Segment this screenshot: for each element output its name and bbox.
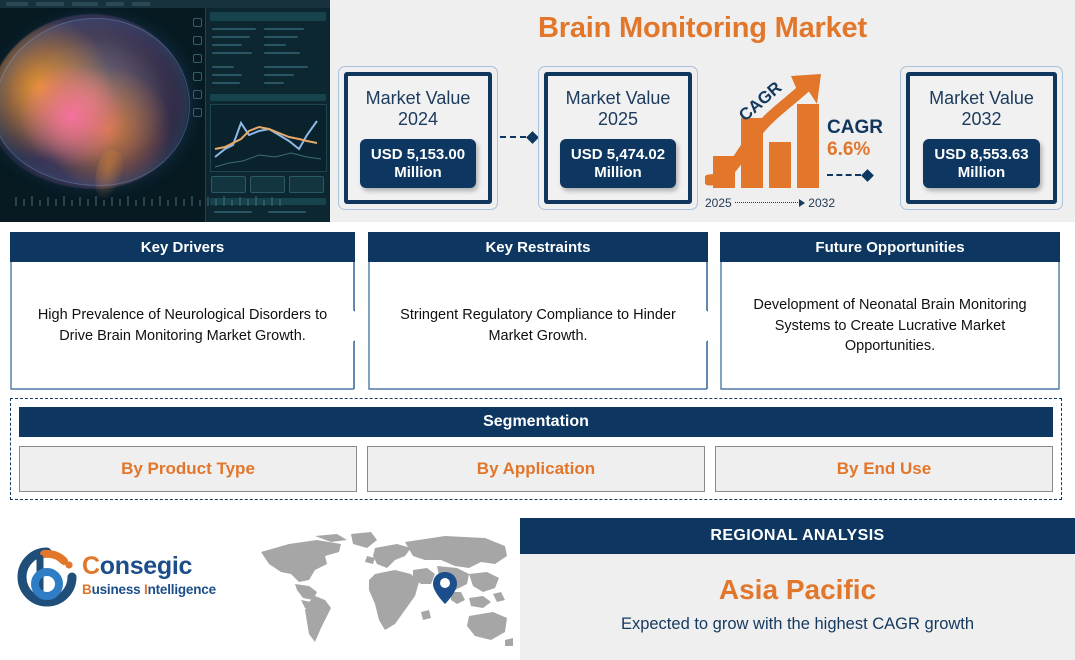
brain-mesh-overlay xyxy=(0,18,190,186)
hero-menubar xyxy=(0,0,330,8)
footer-section: Consegic Business Intelligence xyxy=(0,510,1075,660)
market-value-amount-2024: USD 5,153.00 xyxy=(370,146,466,164)
tool-icon-check xyxy=(193,72,202,81)
market-value-unit-2024: Million xyxy=(394,163,442,181)
market-value-year-2024: 2024 xyxy=(397,108,439,129)
cagr-value: 6.6% xyxy=(827,139,871,160)
panel-title-key-restraints: Key Restraints xyxy=(368,232,708,262)
tool-icon-crosshair xyxy=(193,36,202,45)
logo-tagline: Business Intelligence xyxy=(82,582,216,597)
diamond-marker-icon xyxy=(526,130,539,144)
tool-icon-trash xyxy=(193,108,202,117)
ecg-strip xyxy=(14,192,284,208)
market-value-card-2032: Market Value 2032 USD 8,553.63 Million xyxy=(900,66,1063,210)
key-panels-row: Key Drivers High Prevalence of Neurologi… xyxy=(0,232,1075,390)
panel-subheader xyxy=(210,94,326,101)
hero-button-2 xyxy=(250,176,285,193)
panel-text-key-restraints: Stringent Regulatory Compliance to Hinde… xyxy=(400,307,676,344)
logo-name-rest: onsegic xyxy=(99,552,193,580)
hero-button-3 xyxy=(289,176,324,193)
diamond-marker-icon-2 xyxy=(861,168,874,182)
cagr-start-year: 2025 xyxy=(705,196,732,210)
market-value-badge-2032: USD 8,553.63 Million xyxy=(923,139,1040,189)
panel-text-key-drivers: High Prevalence of Neurological Disorder… xyxy=(37,307,328,344)
panel-outline-chevron-1 xyxy=(10,262,355,390)
logo-tagline-usiness: usiness xyxy=(91,582,144,597)
market-value-amount-2025: USD 5,474.02 xyxy=(570,146,666,164)
market-value-unit-2032: Million xyxy=(957,163,1006,181)
market-value-unit-2025: Million xyxy=(594,163,642,181)
market-value-card-2024: Market Value 2024 USD 5,153.00 Million xyxy=(338,66,498,210)
logo-name: Consegic xyxy=(82,552,216,581)
cagr-cluster: CAGR CAGR 6.6% 2025 2032 xyxy=(703,70,895,220)
hero-button-1 xyxy=(211,176,246,193)
regional-analysis-card: REGIONAL ANALYSIS Asia Pacific Expected … xyxy=(520,518,1075,660)
market-value-label-2032: Market Value xyxy=(929,87,1034,108)
connector-2024-to-2025 xyxy=(500,130,539,144)
segmentation-title: Segmentation xyxy=(19,407,1053,437)
market-value-badge-2024: USD 5,153.00 Million xyxy=(359,139,477,189)
market-value-year-2032: 2032 xyxy=(961,108,1002,129)
cagr-timeline: 2025 2032 xyxy=(705,196,835,210)
segmentation-items: By Product Type By Application By End Us… xyxy=(19,446,1053,492)
panel-table-header xyxy=(210,12,326,21)
panel-title-future-opportunities: Future Opportunities xyxy=(720,232,1060,262)
panel-title-key-drivers: Key Drivers xyxy=(10,232,355,262)
market-value-label-2025: Market Value xyxy=(565,87,671,108)
tool-icon-rotate xyxy=(193,90,202,99)
segmentation-section: Segmentation By Product Type By Applicat… xyxy=(10,398,1062,500)
segment-by-product-type[interactable]: By Product Type xyxy=(19,446,357,492)
market-value-label-2024: Market Value xyxy=(365,87,471,108)
segment-by-end-use[interactable]: By End Use xyxy=(715,446,1053,492)
company-logo: Consegic Business Intelligence xyxy=(14,544,244,616)
panel-key-restraints: Key Restraints Stringent Regulatory Comp… xyxy=(368,232,708,390)
regional-analysis-region: Asia Pacific xyxy=(718,574,877,605)
signal-chart xyxy=(210,104,327,172)
top-banner: Brain Monitoring Market Market Value 202… xyxy=(0,0,1075,222)
panel-outline-chevron-2 xyxy=(368,262,708,390)
cagr-readout: CAGR 6.6% xyxy=(827,118,883,163)
market-value-year-2025: 2025 xyxy=(597,108,639,129)
segment-by-application[interactable]: By Application xyxy=(367,446,705,492)
logo-wordmark: Consegic Business Intelligence xyxy=(82,552,216,597)
market-value-card-2025: Market Value 2025 USD 5,474.02 Million xyxy=(538,66,698,210)
panel-key-drivers: Key Drivers High Prevalence of Neurologi… xyxy=(10,232,355,390)
world-map xyxy=(255,530,515,652)
logo-tagline-i: I xyxy=(144,582,148,597)
regional-analysis-note: Expected to grow with the highest CAGR g… xyxy=(620,615,975,633)
cagr-end-year: 2032 xyxy=(808,196,835,210)
hero-image-brain-software xyxy=(0,0,330,222)
logo-tagline-b: B xyxy=(82,582,92,597)
panel-footer-header xyxy=(210,198,326,205)
cagr-label: CAGR xyxy=(827,117,883,138)
market-value-badge-2025: USD 5,474.02 Million xyxy=(559,139,677,189)
panel-future-opportunities: Future Opportunities Development of Neon… xyxy=(720,232,1060,390)
panel-text-future-opportunities: Development of Neonatal Brain Monitoring… xyxy=(753,297,1027,355)
panel-outline-3 xyxy=(720,262,1060,390)
market-value-amount-2032: USD 8,553.63 xyxy=(934,146,1029,164)
hero-side-panel xyxy=(205,8,330,222)
logo-tagline-ntelligence: ntelligence xyxy=(147,582,217,597)
consegic-logo-mark-icon xyxy=(17,547,77,607)
tool-icon-cut xyxy=(193,54,202,63)
location-pin-icon xyxy=(433,572,457,604)
tool-icon-pointer xyxy=(193,18,202,27)
connector-cagr-to-2032 xyxy=(827,168,874,182)
growth-chart-icon: CAGR xyxy=(703,74,821,188)
timeline-arrow-icon xyxy=(734,199,806,207)
regional-analysis-header: REGIONAL ANALYSIS xyxy=(520,518,1075,554)
page-title: Brain Monitoring Market xyxy=(538,12,867,44)
logo-name-first: C xyxy=(82,552,100,580)
